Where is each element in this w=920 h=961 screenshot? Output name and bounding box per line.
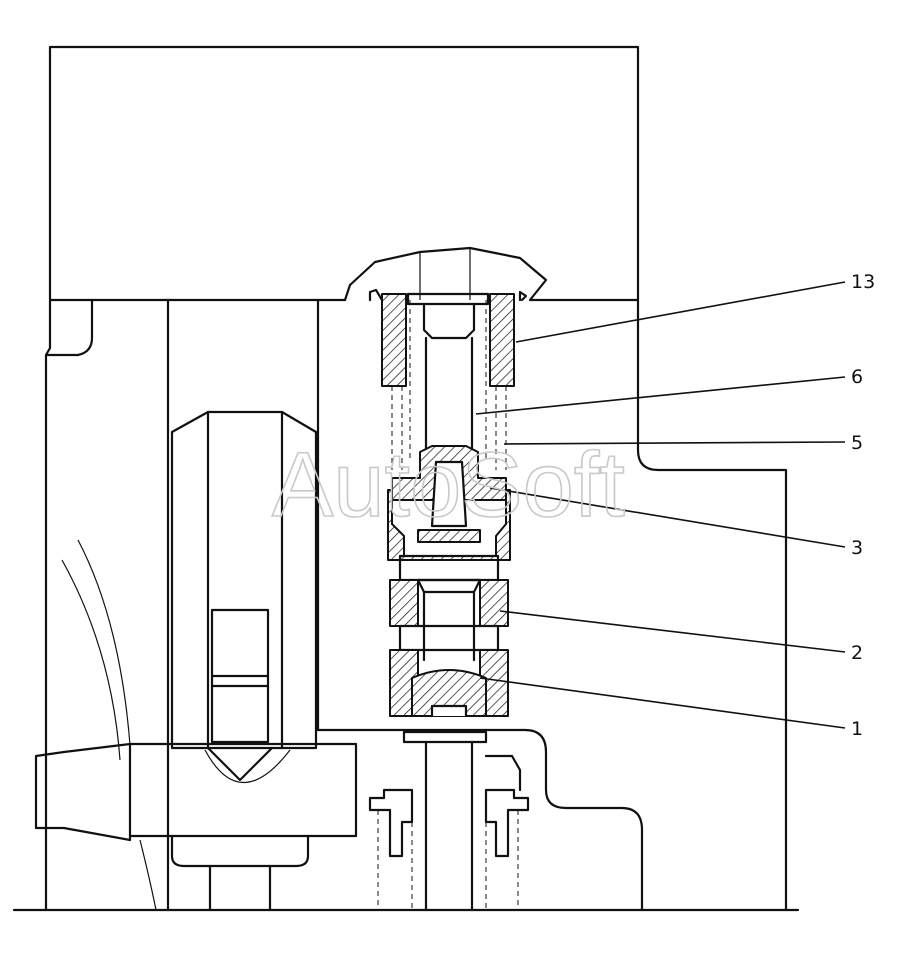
lever-arm [170,410,318,782]
upper-housing [48,45,640,302]
callout-13: 13 [851,271,875,293]
callout-6: 6 [851,366,863,388]
watermark: AutoSoft [272,434,625,536]
callout-1: 1 [851,718,863,740]
leader-lines [475,281,846,729]
valve-seat-assembly [387,445,511,561]
callout-5: 5 [851,432,863,454]
callout-2: 2 [851,642,863,664]
tappet [402,669,488,912]
lower-bushing [368,754,530,910]
callout-3: 3 [851,537,863,559]
valve-guide [368,288,528,470]
lower-body [44,298,788,912]
cross-shaft [34,742,358,912]
